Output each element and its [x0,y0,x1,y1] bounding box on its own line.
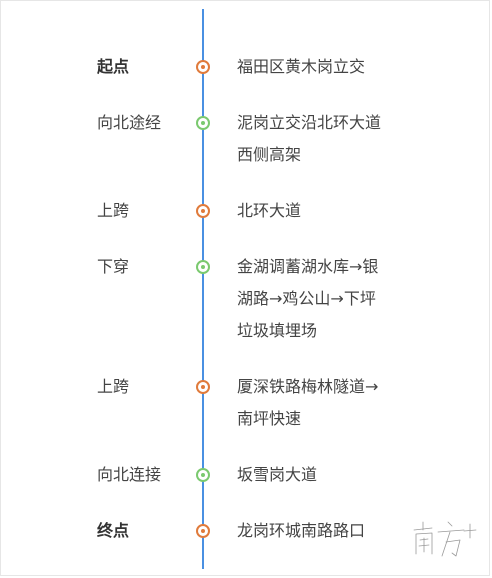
nanfang-plus-logo-icon [412,520,478,558]
stop-node-icon [196,260,210,274]
stop-description: 金湖调蓄湖水库→银 湖路→鸡公山→下坪 垃圾填埋场 [237,257,379,340]
timeline-line [202,9,204,569]
stop-node-icon [196,380,210,394]
stop-label: 下穿 [97,257,130,276]
stop-label: 起点 [97,57,130,76]
stop-node-icon [196,524,210,538]
stop-node-icon [196,204,210,218]
stop-label: 向北途经 [97,113,162,132]
stop-description: 福田区黄木岗立交 [237,57,366,76]
stop-node-icon [196,116,210,130]
stop-description: 龙岗环城南路路口 [237,521,366,540]
stop-description: 泥岗立交沿北环大道 西侧高架 [237,113,382,164]
stop-label: 向北连接 [97,465,162,484]
stop-label: 上跨 [97,377,130,396]
stop-description: 北环大道 [237,201,302,220]
stop-node-icon [196,60,210,74]
stop-description: 坂雪岗大道 [237,465,318,484]
stop-node-icon [196,468,210,482]
stop-label: 终点 [97,521,130,540]
stop-description: 厦深铁路梅林隧道→ 南坪快速 [237,377,379,428]
stop-label: 上跨 [97,201,130,220]
